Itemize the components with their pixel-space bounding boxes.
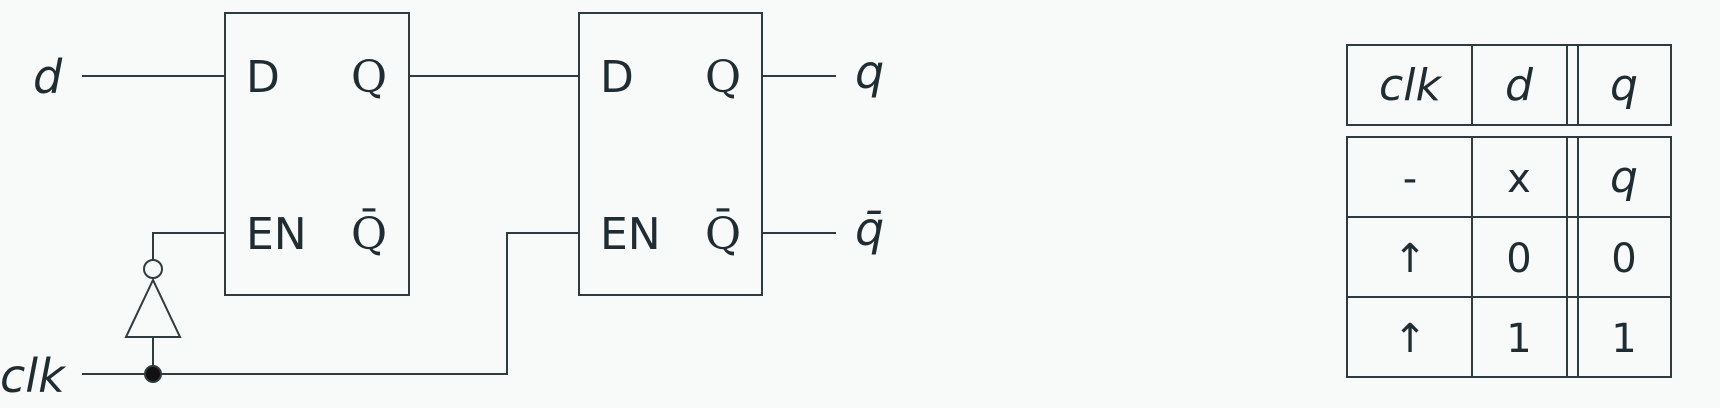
latch-1-q-port: Q <box>351 52 387 103</box>
row-2-q: 0 <box>1611 236 1636 282</box>
latch-2-q-port: Q <box>705 52 741 103</box>
row-1-d: x <box>1507 156 1531 202</box>
truth-table-body-box <box>1346 136 1672 378</box>
latch-2-qbar-port: Q̄ <box>705 207 741 260</box>
row-1-q: q <box>1610 152 1638 203</box>
row-1-clk: - <box>1403 156 1417 202</box>
header-q: q <box>1610 60 1638 111</box>
row-2-clk: ↑ <box>1393 236 1427 282</box>
latch-1-qbar-port: Q̄ <box>351 207 387 260</box>
inverter-gate <box>124 277 182 338</box>
wire-inverter-to-latch1-en <box>152 232 225 259</box>
latch-1-en-port: EN <box>246 209 307 260</box>
truth-table: clk d q - x q ↑ 0 0 ↑ 1 1 <box>1346 44 1672 378</box>
row-3-clk: ↑ <box>1393 316 1427 362</box>
header-clk: clk <box>1379 60 1442 111</box>
row-3-d: 1 <box>1506 316 1531 362</box>
inverter-bubble <box>143 259 163 279</box>
output-q-label: q <box>855 45 884 99</box>
truth-table-header-box <box>1346 44 1672 126</box>
latch-1-d-port: D <box>246 52 280 103</box>
row-2-d: 0 <box>1506 236 1531 282</box>
input-d-label: d <box>33 50 63 104</box>
latch-2-en-port: EN <box>600 209 661 260</box>
output-qbar-label: q̄ <box>855 202 884 256</box>
row-3-q: 1 <box>1611 316 1636 362</box>
input-clk-label: clk <box>0 349 67 403</box>
latch-2-d-port: D <box>600 52 634 103</box>
latch-2-box <box>578 12 763 296</box>
wire-clk-to-latch2-en <box>82 232 579 375</box>
header-d: d <box>1505 60 1534 111</box>
latch-1-box <box>224 12 410 296</box>
clk-junction-dot <box>144 365 162 383</box>
